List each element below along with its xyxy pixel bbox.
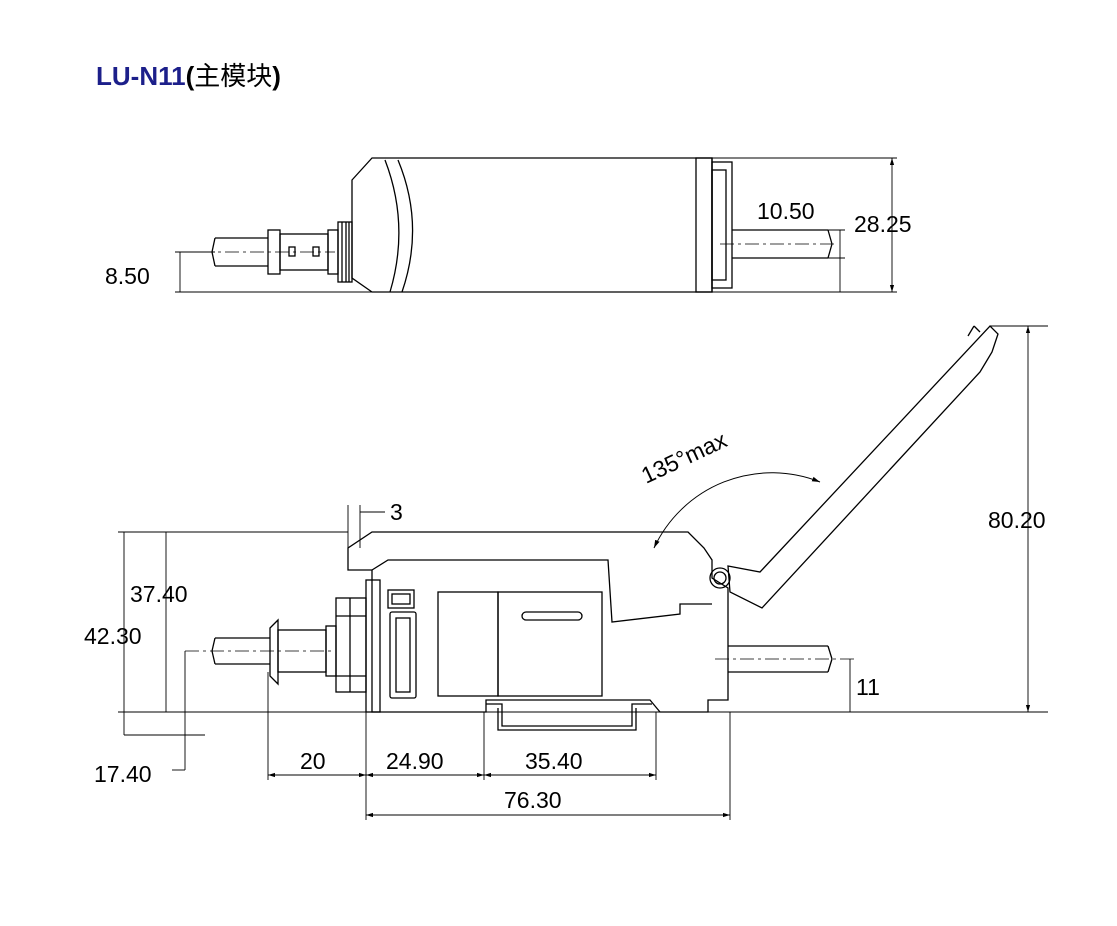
dim-offset-3: 3 xyxy=(390,499,403,525)
dim-top-cable-dia: 8.50 xyxy=(105,263,150,289)
top-body xyxy=(351,157,733,293)
model-name: LU-N11 xyxy=(96,61,186,91)
top-connector xyxy=(267,221,353,283)
top-right-cable xyxy=(720,229,838,259)
side-body xyxy=(347,531,731,731)
side-view xyxy=(118,325,1048,820)
dim-height-42: 42.30 xyxy=(84,623,142,649)
dim-top-height: 28.25 xyxy=(854,211,912,237)
title-open-paren: ( xyxy=(185,61,195,91)
title-close-paren: ) xyxy=(272,61,281,91)
title-subtitle: 主模块 xyxy=(194,61,273,91)
side-left-cable xyxy=(185,637,335,665)
dim-cable-height-17: 17.40 xyxy=(94,761,152,787)
dim-height-37: 37.40 xyxy=(130,581,188,607)
angle-arc xyxy=(653,472,821,549)
dim-len-24: 24.90 xyxy=(386,748,444,774)
top-dim-lines xyxy=(175,157,897,293)
dim-total-len: 76.30 xyxy=(504,787,562,813)
dim-angle: 135°max xyxy=(637,426,731,488)
side-cover xyxy=(727,325,999,609)
dim-cable-right-11: 11 xyxy=(856,674,880,700)
top-view xyxy=(175,157,897,293)
dim-top-width-inner: 10.50 xyxy=(757,198,815,224)
side-right-cable xyxy=(715,645,855,673)
dim-total-height-open: 80.20 xyxy=(988,507,1046,533)
page-title: LU-N11(主模块) xyxy=(96,56,281,93)
side-dim-lines xyxy=(118,325,1048,820)
dim-connector-20: 20 xyxy=(300,748,326,774)
dim-len-35: 35.40 xyxy=(525,748,583,774)
side-connector xyxy=(269,597,367,693)
